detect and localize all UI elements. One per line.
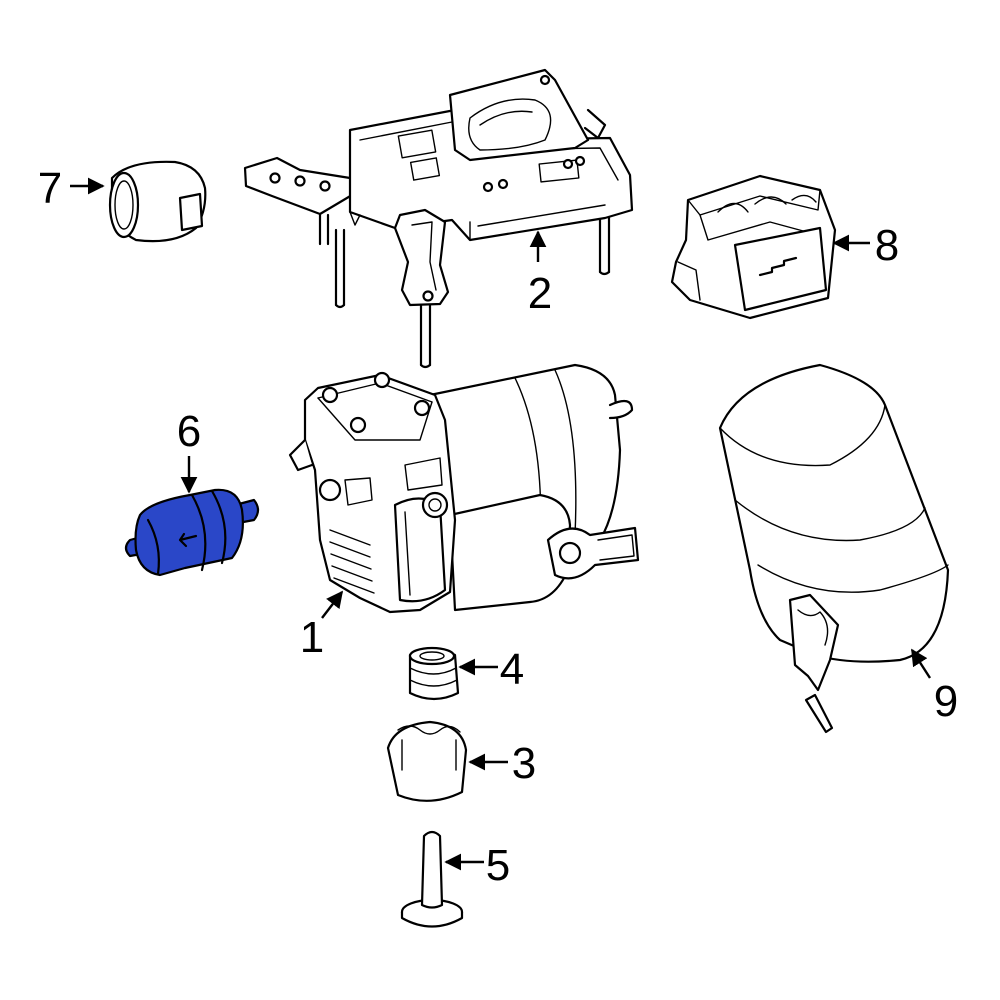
part-1-compressor-assembly[interactable]	[288, 363, 640, 614]
part-6-inline-filter[interactable]	[124, 488, 260, 577]
callout-6: 6	[177, 407, 201, 456]
flow-arrow-icon	[178, 532, 198, 548]
callout-7: 7	[38, 164, 62, 213]
part-8-relay-module[interactable]	[670, 174, 837, 320]
filter-end-edge	[146, 518, 160, 576]
callout-8: 8	[875, 221, 899, 270]
callout-4: 4	[500, 645, 524, 694]
filter-seam	[190, 493, 207, 572]
filter-seam-2	[210, 489, 227, 565]
part-2-mounting-bracket[interactable]	[243, 68, 634, 369]
part-9-air-reservoir[interactable]	[718, 363, 950, 734]
part-7-sensor-cap[interactable]	[108, 160, 207, 243]
callout-3: 3	[512, 739, 536, 788]
callout-leaders	[70, 177, 932, 871]
part-5-bolt[interactable]	[400, 830, 464, 928]
filter-body	[134, 488, 244, 577]
part-3-mount-cup[interactable]	[386, 720, 468, 802]
callout-5: 5	[486, 841, 510, 890]
callout-9: 9	[934, 677, 958, 726]
part-4-isolator[interactable]	[408, 646, 460, 701]
callout-1: 1	[300, 613, 324, 662]
callout-2: 2	[528, 269, 552, 318]
